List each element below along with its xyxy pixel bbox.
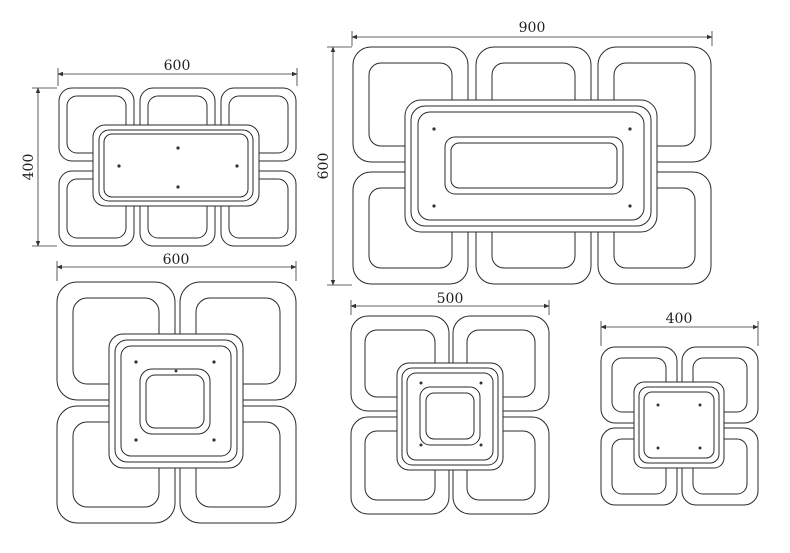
lamp-600-square-width-dimension: 600 — [56, 252, 297, 281]
lamp-500-square-width-dimension: 500 — [350, 291, 550, 315]
lamp-500-square-width-label: 500 — [437, 291, 464, 307]
lamp-400-square-width-label: 400 — [666, 311, 693, 327]
lamp-400-square-width-dimension: 400 — [600, 311, 759, 346]
lamp-400-square-center-panel — [633, 381, 725, 469]
lamp-900x600-width-label: 900 — [519, 20, 546, 36]
lamp-900x600-center-panel — [404, 99, 658, 233]
lamp-600-square-center-panel — [108, 333, 244, 469]
lamp-900x600-height-dimension: 600 — [316, 46, 352, 286]
lamp-600x400-width-dimension: 600 — [57, 58, 298, 86]
lamp-600-square-width-label: 600 — [163, 252, 190, 268]
lamp-500-square-center-panel — [396, 362, 504, 471]
lamp-600x400-center-panel — [92, 124, 260, 207]
lamp-400-square-drawing: 400 — [600, 311, 759, 506]
lamp-500-square-drawing: 500 — [350, 291, 550, 515]
lamp-600-square-drawing: 600 — [56, 252, 297, 524]
lamp-900x600-drawing: 900 600 — [316, 20, 713, 286]
lamp-900x600-height-label: 600 — [316, 153, 332, 180]
lamp-900x600-width-dimension: 900 — [351, 20, 713, 46]
lamp-600x400-width-label: 600 — [164, 58, 191, 74]
lamp-600x400-drawing: 600 400 — [21, 58, 298, 247]
lamp-600x400-height-label: 400 — [21, 154, 37, 181]
lamp-600x400-height-dimension: 400 — [21, 87, 57, 247]
